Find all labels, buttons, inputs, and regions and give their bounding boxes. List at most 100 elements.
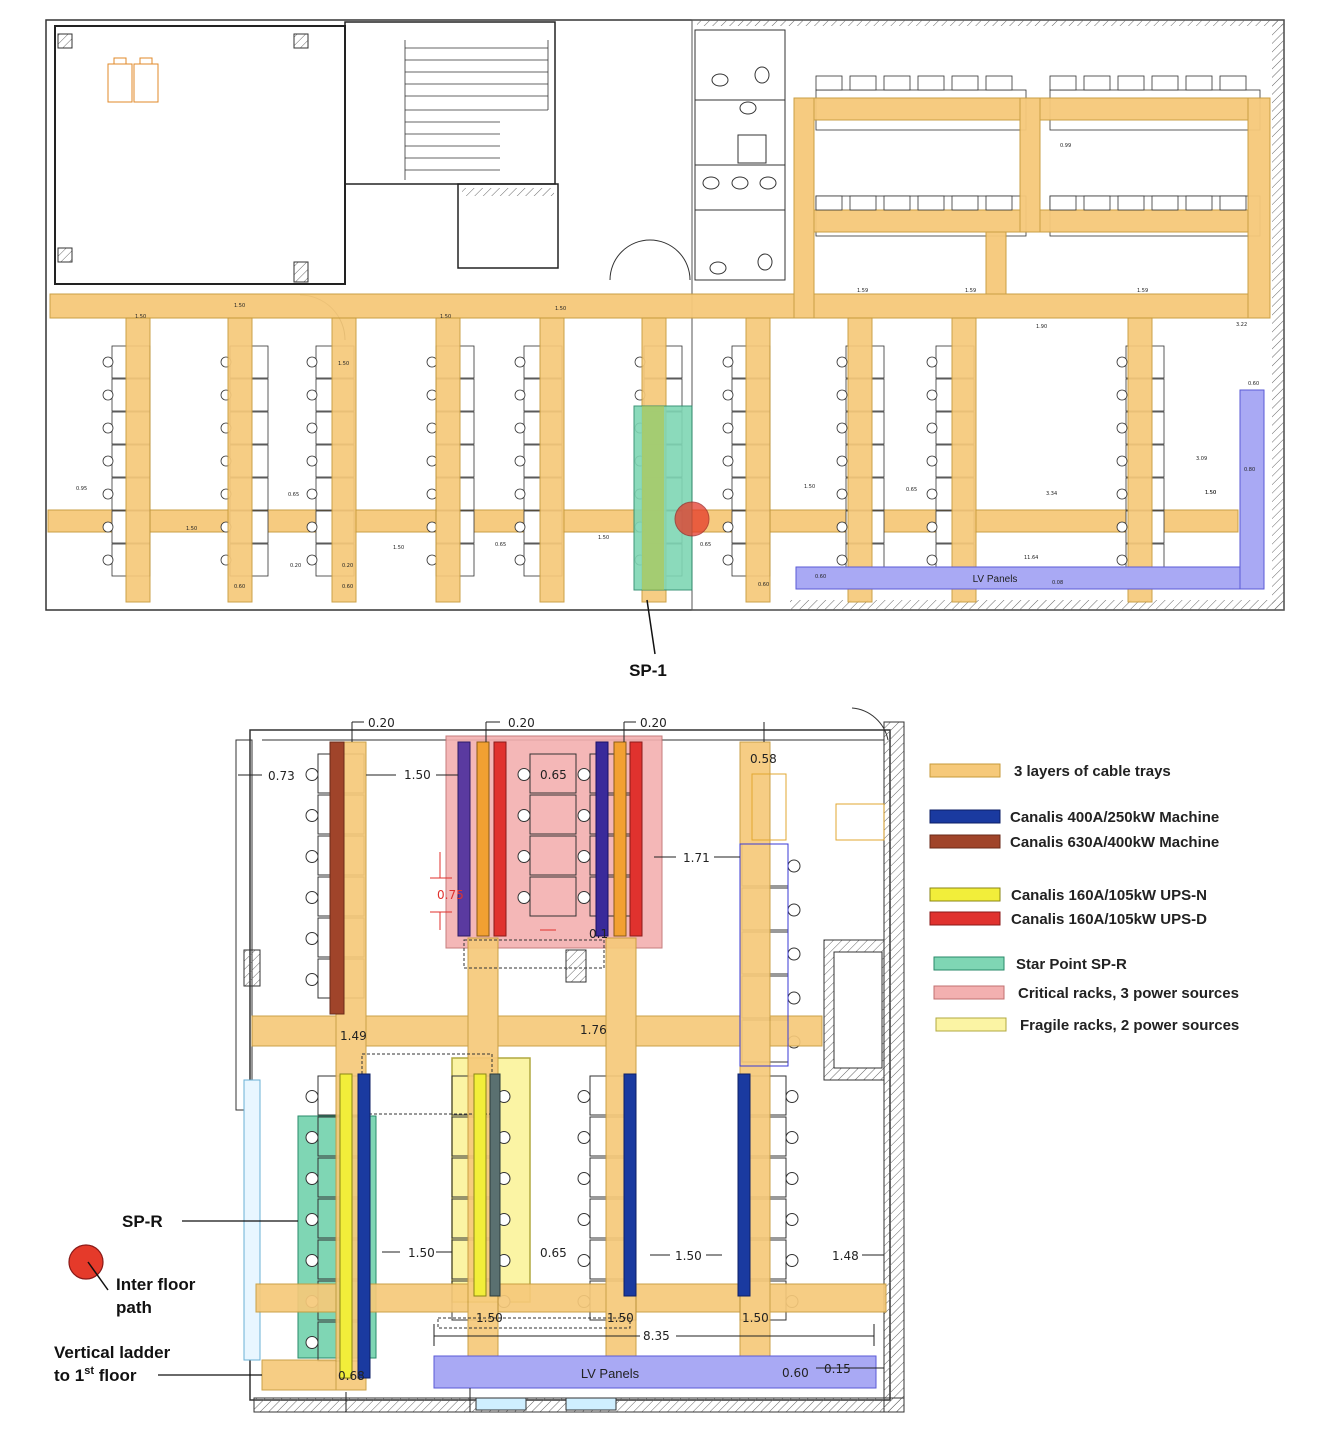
legend-item: Fragile racks, 2 power sources — [935, 1017, 1239, 1034]
svg-text:0.60: 0.60 — [342, 584, 353, 590]
svg-text:0.20: 0.20 — [368, 716, 395, 730]
legend-item: Canalis 400A/250kW Machine — [929, 809, 1219, 826]
top-vertical-tray — [1127, 317, 1153, 603]
svg-text:0.60: 0.60 — [234, 584, 245, 590]
svg-text:11.64: 11.64 — [1024, 555, 1038, 561]
legend-label: Canalis 160A/105kW UPS-N — [1011, 887, 1207, 904]
svg-text:0.80: 0.80 — [1244, 467, 1255, 473]
svg-text:0.20: 0.20 — [342, 563, 353, 569]
svg-text:3.34: 3.34 — [1046, 491, 1057, 497]
legend-swatch — [929, 763, 1001, 778]
legend-swatch — [929, 911, 1001, 926]
svg-text:0.65: 0.65 — [540, 1246, 567, 1260]
svg-text:1.50: 1.50 — [186, 526, 197, 532]
bottom-floor-plan: LV Panels — [54, 707, 905, 1413]
ladder-label-2: to 1st floor — [54, 1365, 137, 1385]
top-vertical-tray — [125, 317, 151, 603]
svg-text:1.76: 1.76 — [580, 1023, 607, 1037]
top-floor-plan: LV Panels 1.50 1.50 1.50 1.50 1.50 1.50 … — [45, 19, 1285, 680]
sp1-callout-label: SP-1 — [629, 661, 667, 680]
ladder-label-1: Vertical ladder — [54, 1343, 171, 1362]
top-vertical-tray — [435, 317, 461, 603]
legend-item: Canalis 630A/400kW Machine — [929, 834, 1219, 851]
svg-text:0.15: 0.15 — [824, 1362, 851, 1376]
svg-text:8.35: 8.35 — [643, 1329, 670, 1343]
top-vertical-tray — [539, 317, 565, 603]
svg-text:1.90: 1.90 — [1036, 324, 1047, 330]
legend-swatch — [929, 809, 1001, 824]
svg-text:0.65: 0.65 — [906, 487, 917, 493]
svg-text:0.60: 0.60 — [815, 574, 826, 580]
inter-floor-label-1: Inter floor — [116, 1275, 196, 1294]
legend-label: Canalis 400A/250kW Machine — [1010, 809, 1219, 826]
spr-callout-label: SP-R — [122, 1212, 163, 1231]
svg-text:1.71: 1.71 — [683, 851, 710, 865]
svg-text:1.50: 1.50 — [135, 314, 146, 320]
svg-text:1.49: 1.49 — [340, 1029, 367, 1043]
svg-text:0.95: 0.95 — [76, 486, 87, 492]
svg-text:1.50: 1.50 — [804, 484, 815, 490]
svg-text:1.50: 1.50 — [393, 545, 404, 551]
legend-item: Star Point SP-R — [933, 956, 1127, 973]
inter-floor-marker — [68, 1244, 104, 1280]
legend-swatch — [933, 956, 1005, 971]
top-vertical-tray — [331, 317, 357, 603]
bottom-lv-panels-label: LV Panels — [581, 1366, 640, 1381]
legend-label: 3 layers of cable trays — [1014, 763, 1171, 780]
top-right-desks — [815, 75, 1247, 211]
svg-text:1.50: 1.50 — [555, 306, 566, 312]
top-vertical-tray — [847, 317, 873, 603]
top-dimension-labels: 1.50 1.50 1.50 1.50 1.50 1.50 1.50 1.50 … — [76, 143, 1259, 590]
svg-text:1.59: 1.59 — [857, 288, 868, 294]
legend-item: Critical racks, 3 power sources — [933, 985, 1239, 1002]
legend-label: Canalis 630A/400kW Machine — [1010, 834, 1219, 851]
svg-text:0.65: 0.65 — [540, 768, 567, 782]
top-lv-panels-label: LV Panels — [973, 574, 1018, 585]
dim-075: 0.75 — [437, 888, 464, 902]
svg-text:1.48: 1.48 — [832, 1249, 859, 1263]
svg-text:0.20: 0.20 — [640, 716, 667, 730]
legend-swatch — [929, 834, 1001, 849]
legend-label: Star Point SP-R — [1016, 956, 1127, 973]
top-vertical-tray — [745, 317, 771, 603]
svg-text:0.99: 0.99 — [1060, 143, 1071, 149]
svg-text:1.50: 1.50 — [408, 1246, 435, 1260]
legend-label: Fragile racks, 2 power sources — [1020, 1017, 1239, 1034]
svg-text:1.50: 1.50 — [404, 768, 431, 782]
svg-text:1.50: 1.50 — [742, 1311, 769, 1325]
svg-text:1.50: 1.50 — [476, 1311, 503, 1325]
svg-text:1.50: 1.50 — [607, 1311, 634, 1325]
legend-swatch — [929, 887, 1001, 902]
legend-label: Canalis 160A/105kW UPS-D — [1011, 911, 1207, 928]
svg-text:0.73: 0.73 — [268, 769, 295, 783]
top-vertical-tray — [951, 317, 977, 603]
svg-text:0.20: 0.20 — [508, 716, 535, 730]
legend-swatch — [935, 1017, 1007, 1032]
legend-label: Critical racks, 3 power sources — [1018, 985, 1239, 1002]
svg-text:0.68: 0.68 — [338, 1369, 365, 1383]
svg-text:3.22: 3.22 — [1236, 322, 1247, 328]
bottom-dimension-labels: 0.20 0.20 0.20 0.73 1.50 0.65 1.71 0.58 … — [268, 716, 859, 1383]
svg-text:0.08: 0.08 — [1052, 580, 1063, 586]
legend-swatch — [933, 985, 1005, 1000]
svg-text:1.50: 1.50 — [234, 303, 245, 309]
svg-text:0.20: 0.20 — [290, 563, 301, 569]
legend-item: 3 layers of cable trays — [929, 763, 1171, 780]
svg-text:1.50: 1.50 — [598, 535, 609, 541]
svg-text:1.50: 1.50 — [675, 1249, 702, 1263]
legend-item: Canalis 160A/105kW UPS-N — [929, 887, 1207, 904]
svg-text:0.65: 0.65 — [288, 492, 299, 498]
svg-text:1.59: 1.59 — [965, 288, 976, 294]
svg-text:1.59: 1.59 — [1137, 288, 1148, 294]
svg-text:0.60: 0.60 — [758, 582, 769, 588]
svg-text:0.1: 0.1 — [589, 927, 608, 941]
legend-item: Canalis 160A/105kW UPS-D — [929, 911, 1207, 928]
svg-text:1.50: 1.50 — [1205, 490, 1216, 496]
svg-text:0.60: 0.60 — [782, 1366, 809, 1380]
bottom-desk-row — [517, 753, 577, 917]
svg-text:1.50: 1.50 — [338, 361, 349, 367]
svg-text:0.58: 0.58 — [750, 752, 777, 766]
svg-text:0.65: 0.65 — [700, 542, 711, 548]
